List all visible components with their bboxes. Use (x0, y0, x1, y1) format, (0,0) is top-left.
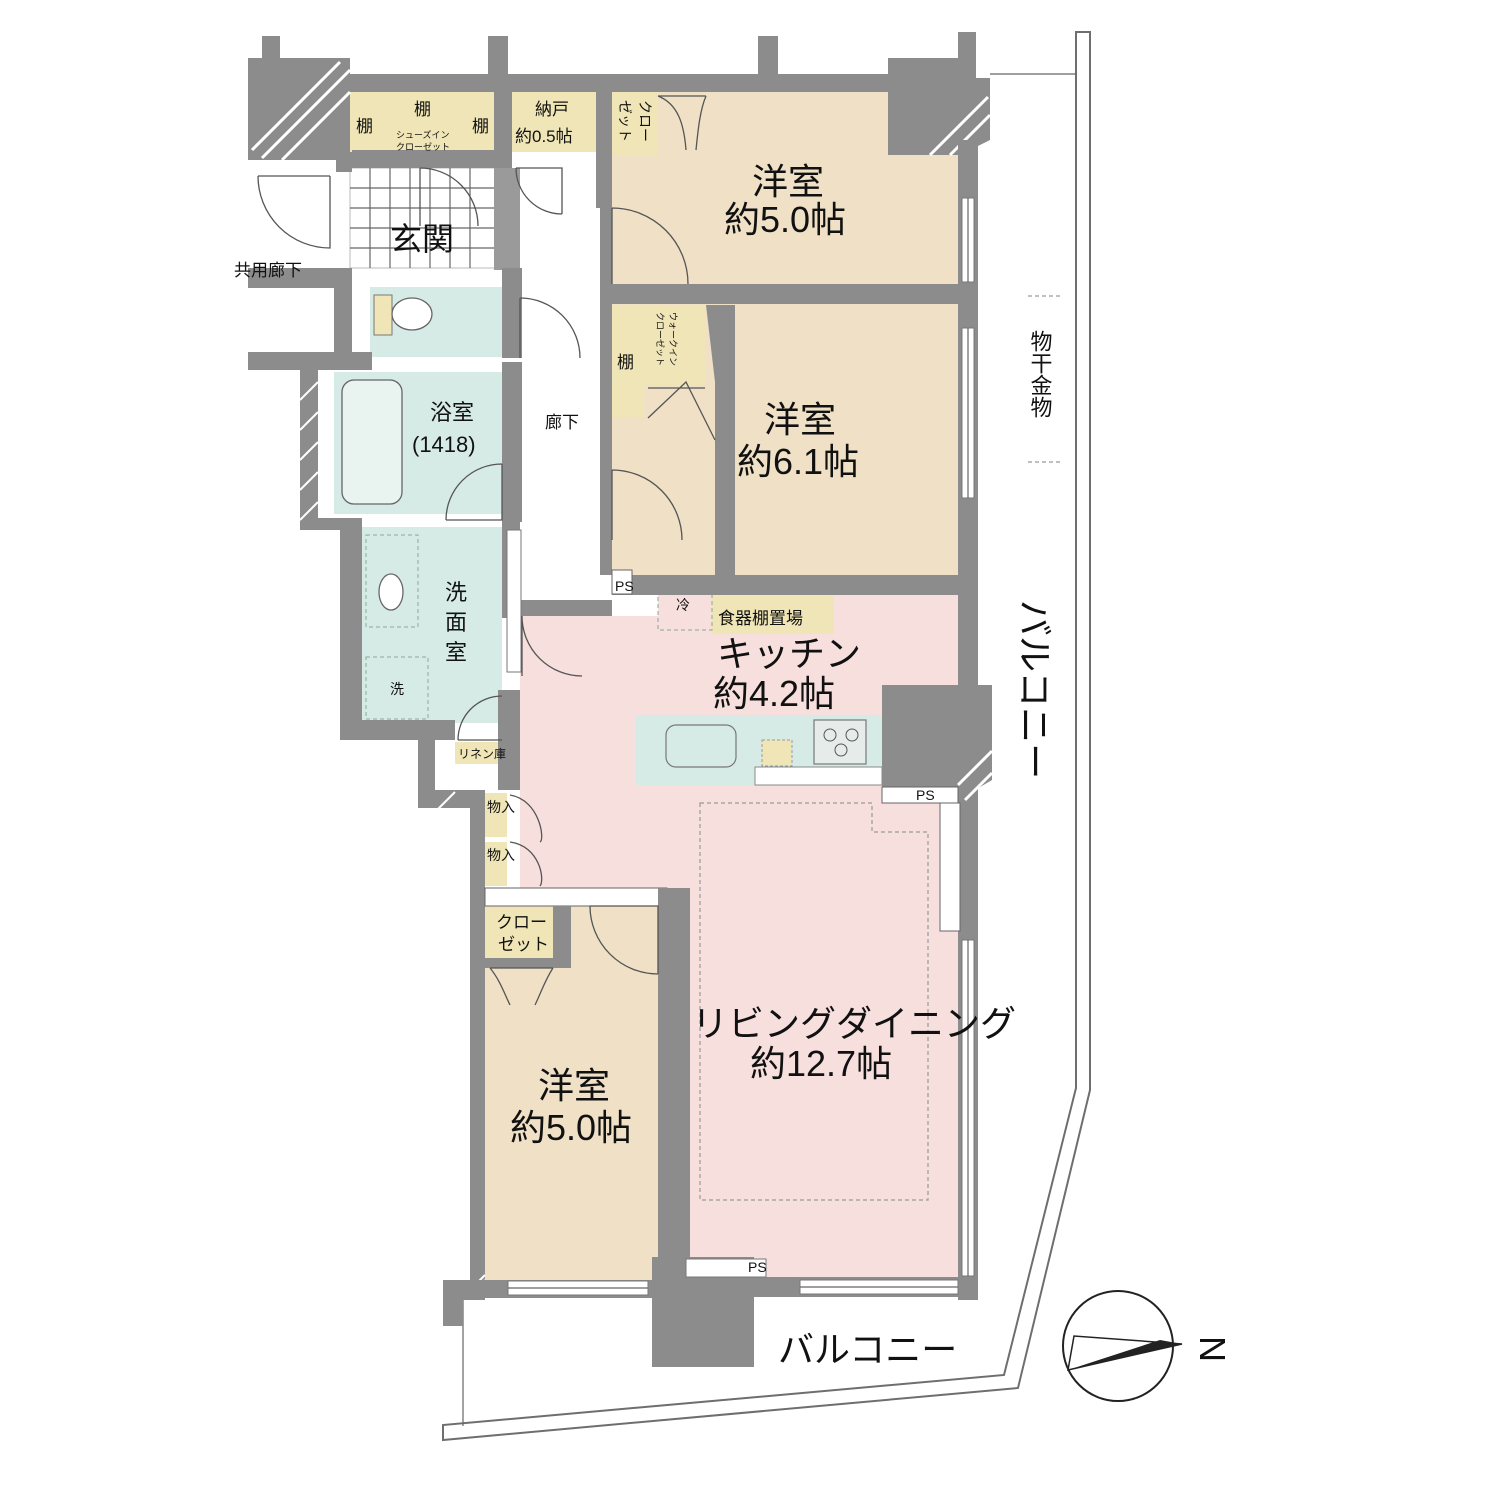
sink-icon (665, 724, 737, 768)
room-walkin-closet (644, 305, 706, 385)
room-cupboard-space (712, 596, 834, 634)
label-closet-v2: ゼット (617, 100, 633, 142)
label-living-size: 約12.7帖 (750, 1043, 892, 1084)
label-north: N (1192, 1336, 1233, 1362)
room-closet-top (612, 92, 658, 156)
label-balcony-bottom: バルコニー (778, 1329, 957, 1370)
doors (257, 95, 716, 1006)
label-drying-hardware: 物干金物 (1028, 330, 1053, 418)
label-storage-1: 物入 (487, 799, 515, 815)
label-room-1-size: 約5.0帖 (724, 199, 846, 240)
label-closet-1: クロー (496, 913, 547, 932)
room-storage-2 (483, 842, 507, 886)
label-room-2-size: 約6.1帖 (737, 441, 859, 482)
entrance-tiles (349, 167, 497, 269)
label-washroom-1: 洗 (445, 580, 467, 605)
label-linen: リネン庫 (458, 747, 506, 761)
label-ps-2: PS (916, 787, 935, 803)
label-kitchen: キッチン (717, 633, 861, 674)
label-room-1: 洋室 (752, 161, 824, 202)
room-shoes-closet (350, 92, 496, 152)
wet-fixtures (341, 294, 713, 720)
balcony-outline (442, 31, 1091, 1442)
label-ps-3: PS (748, 1259, 767, 1275)
stove-icon (813, 719, 867, 765)
label-shelf-1: 棚 (356, 117, 373, 136)
label-walkin-1: ウォークイン (668, 312, 678, 366)
label-room-2: 洋室 (764, 399, 836, 440)
room-storage-1 (483, 793, 507, 837)
label-shelf-2: 棚 (414, 100, 431, 119)
washer-space (365, 656, 429, 720)
room-linen (455, 742, 505, 764)
label-shoes-closet-1: シューズイン (396, 129, 450, 140)
label-room-3-size: 約5.0帖 (510, 1107, 632, 1148)
label-ps-1: PS (615, 578, 634, 594)
label-cupboard-space: 食器棚置場 (718, 609, 803, 628)
counter-slot (761, 739, 793, 767)
label-storeroom-size: 約0.5帖 (515, 127, 573, 146)
room-storeroom (512, 92, 596, 152)
label-walkin-2: クローゼット (655, 312, 666, 366)
living-area-outline (699, 802, 929, 1201)
drying-hardware-lines (1028, 295, 1060, 463)
label-kitchen-size: 約4.2帖 (713, 673, 835, 714)
room-washroom (362, 527, 502, 723)
fridge-space (657, 577, 713, 631)
kitchen-fixtures (665, 719, 883, 786)
bathtub-icon (341, 379, 403, 505)
labels: 棚 棚 棚 シューズイン クローゼット 納戸 約0.5帖 クロー ゼット 玄関 … (234, 100, 1233, 1370)
label-walkin-shelf: 棚 (617, 353, 634, 372)
label-entrance: 玄関 (390, 221, 454, 257)
label-fridge: 冷 (676, 597, 690, 613)
label-washer: 洗 (390, 681, 404, 697)
label-common-corridor: 共用廊下 (234, 261, 302, 280)
label-room-3: 洋室 (538, 1065, 610, 1106)
compass-icon (1062, 1290, 1183, 1402)
label-shoes-closet-2: クローゼット (396, 141, 450, 152)
label-balcony-right: バルコニー (1014, 600, 1055, 779)
room-walkin-shelf (612, 305, 644, 417)
washbasin-icon (378, 573, 404, 611)
label-storage-2: 物入 (487, 847, 515, 863)
room-closet-bottom (485, 908, 553, 958)
label-closet-v1: クロー (637, 100, 653, 142)
label-washroom-2: 面 (445, 610, 467, 635)
label-bath: 浴室 (430, 400, 474, 425)
label-bath-size: (1418) (412, 432, 476, 457)
label-living: リビングダイニング (692, 1003, 1016, 1044)
label-closet-2: ゼット (498, 935, 549, 954)
label-hallway: 廊下 (545, 413, 579, 432)
label-storeroom: 納戸 (535, 100, 569, 119)
label-shelf-3: 棚 (472, 117, 489, 136)
toilet-icon (391, 297, 433, 331)
label-washroom-3: 室 (445, 640, 467, 665)
